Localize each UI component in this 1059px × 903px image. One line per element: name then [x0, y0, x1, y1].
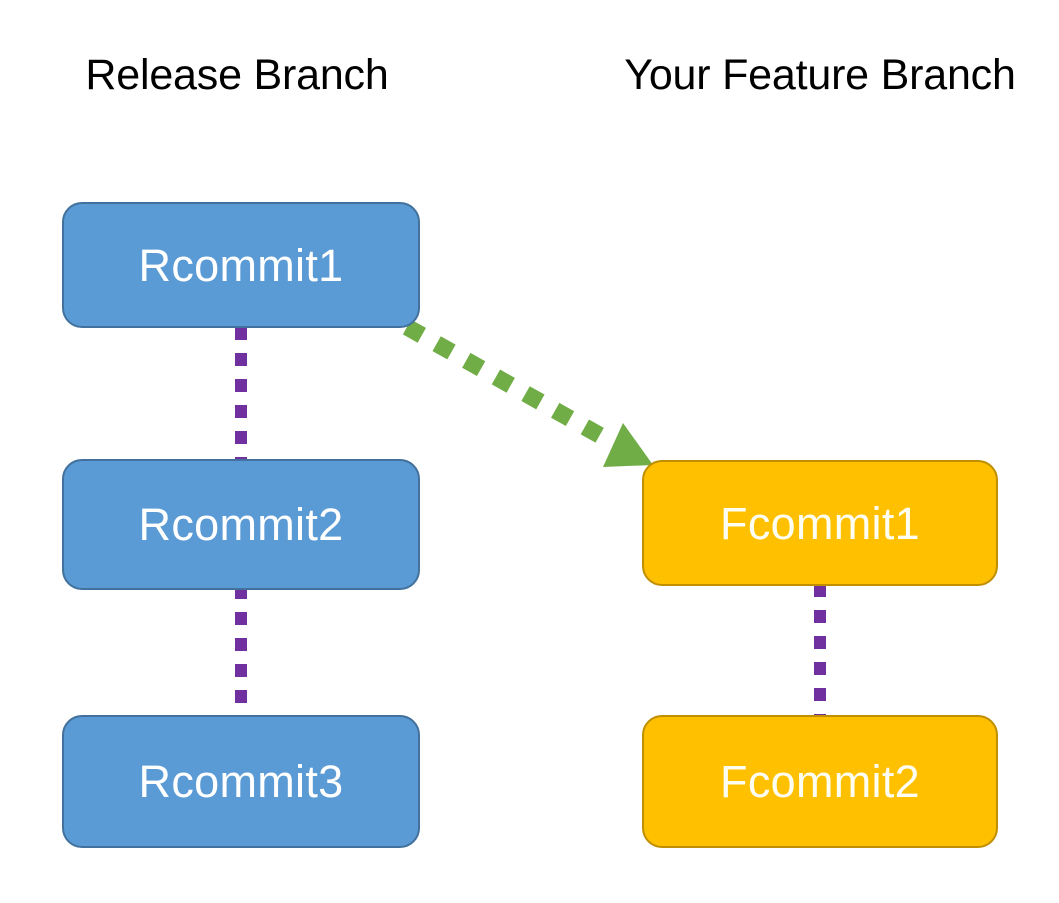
commit-node-rcommit2[interactable]: Rcommit2 [62, 459, 420, 590]
release-branch-heading: Release Branch [85, 51, 389, 99]
commit-node-label: Rcommit3 [138, 756, 344, 807]
connector-rcommit2-rcommit3 [235, 586, 247, 722]
merge-arrow-rcommit1-to-fcommit1 [402, 319, 653, 467]
feature-branch-heading: Your Feature Branch [624, 51, 1016, 99]
commit-node-label: Rcommit2 [138, 499, 344, 550]
commit-node-fcommit2[interactable]: Fcommit2 [642, 715, 998, 848]
commit-node-label: Fcommit1 [720, 497, 920, 549]
commit-node-rcommit1[interactable]: Rcommit1 [62, 202, 420, 328]
commit-node-label: Fcommit2 [720, 756, 920, 807]
commit-node-rcommit3[interactable]: Rcommit3 [62, 715, 420, 848]
connector-rcommit1-rcommit2 [235, 327, 247, 467]
commit-node-label: Rcommit1 [138, 239, 344, 291]
merge-arrow-head-icon [603, 423, 653, 467]
merge-arrow-line [402, 319, 622, 453]
connector-fcommit1-fcommit2 [814, 584, 826, 722]
commit-node-fcommit1[interactable]: Fcommit1 [642, 460, 998, 586]
